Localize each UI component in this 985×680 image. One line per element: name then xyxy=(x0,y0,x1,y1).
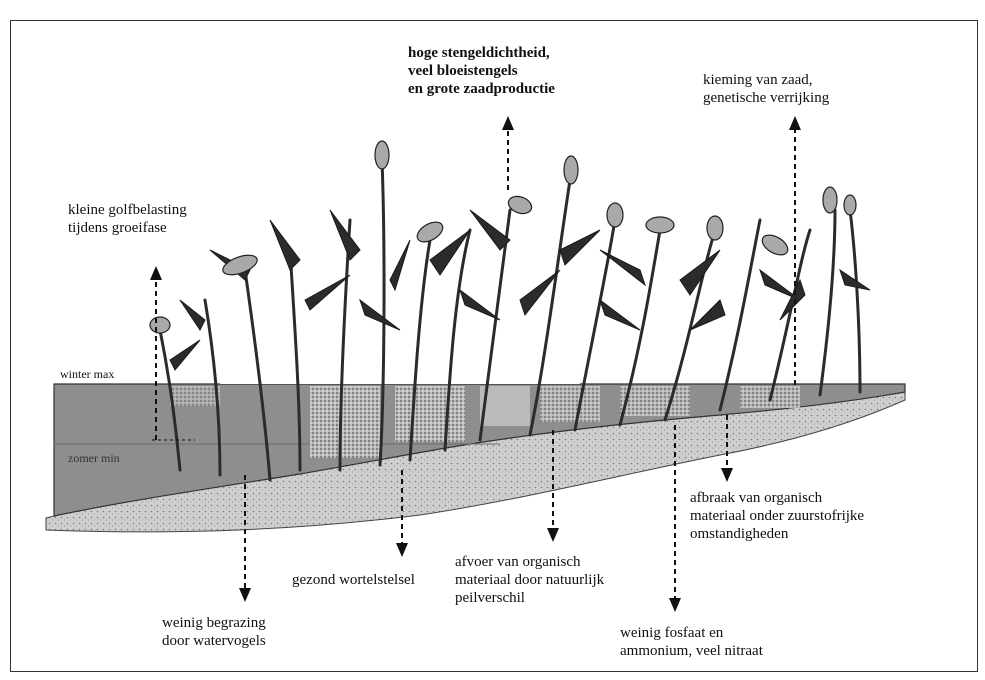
arrowhead-seed xyxy=(789,116,801,130)
label-organic: afvoer van organisch materiaal door natu… xyxy=(455,553,604,607)
arrowhead-organic xyxy=(547,528,559,542)
label-organic-line-3: peilverschil xyxy=(455,589,604,607)
label-stems-line-2: veel bloeistengels xyxy=(408,62,555,80)
arrowhead-grazing xyxy=(239,588,251,602)
arrowhead-nutrients xyxy=(669,598,681,612)
label-seed-line-2: genetische verrijking xyxy=(703,89,829,107)
label-seed-line-1: kieming van zaad, xyxy=(703,71,829,89)
label-waves: kleine golfbelasting tijdens groeifase xyxy=(68,201,187,237)
label-decay-line-3: omstandigheden xyxy=(690,525,864,543)
label-roots: gezond wortelstelsel xyxy=(292,571,415,589)
label-summer-min: zomer min xyxy=(68,451,120,466)
label-decay: afbraak van organisch materiaal onder zu… xyxy=(690,489,864,543)
label-roots-line-1: gezond wortelstelsel xyxy=(292,571,415,589)
label-stems: hoge stengeldichtheid, veel bloeistengel… xyxy=(408,44,555,98)
label-seed: kieming van zaad, genetische verrijking xyxy=(703,71,829,107)
label-grazing-line-1: weinig begrazing xyxy=(162,614,266,632)
arrowhead-waves xyxy=(150,266,162,280)
label-waves-line-1: kleine golfbelasting xyxy=(68,201,187,219)
arrowhead-decay xyxy=(721,468,733,482)
arrowhead-stems xyxy=(502,116,514,130)
label-nutrients: weinig fosfaat en ammonium, veel nitraat xyxy=(620,624,763,660)
label-stems-line-3: en grote zaadproductie xyxy=(408,80,555,98)
label-grazing: weinig begrazing door watervogels xyxy=(162,614,266,650)
label-nutrients-line-1: weinig fosfaat en xyxy=(620,624,763,642)
label-organic-line-1: afvoer van organisch xyxy=(455,553,604,571)
label-grazing-line-2: door watervogels xyxy=(162,632,266,650)
arrowhead-roots xyxy=(396,543,408,557)
label-decay-line-1: afbraak van organisch xyxy=(690,489,864,507)
label-decay-line-2: materiaal onder zuurstofrijke xyxy=(690,507,864,525)
label-organic-line-2: materiaal door natuurlijk xyxy=(455,571,604,589)
label-stems-line-1: hoge stengeldichtheid, xyxy=(408,44,555,62)
label-winter-max: winter max xyxy=(60,367,114,382)
label-nutrients-line-2: ammonium, veel nitraat xyxy=(620,642,763,660)
label-waves-line-2: tijdens groeifase xyxy=(68,219,187,237)
